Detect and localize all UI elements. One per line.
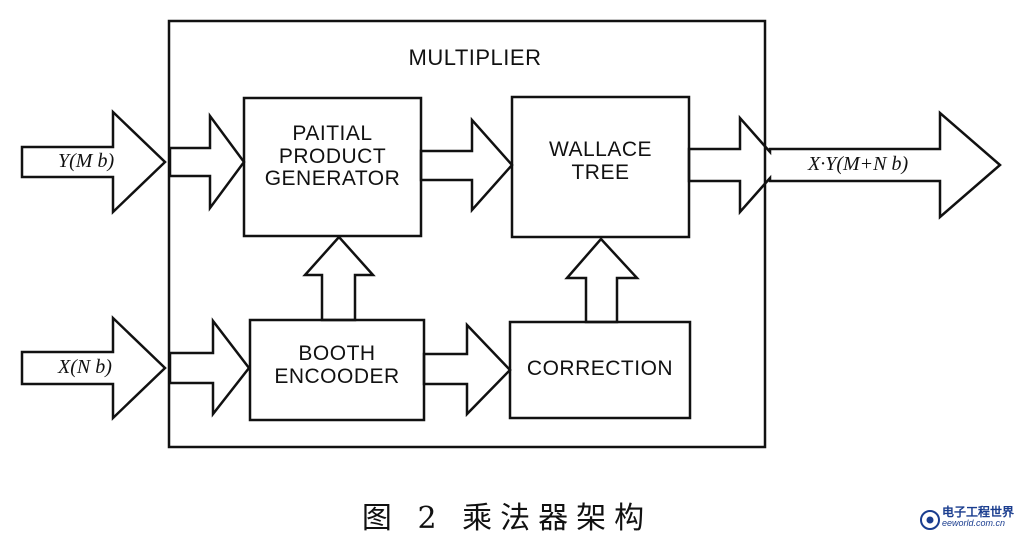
watermark-name: 电子工程世界 [942,505,1014,519]
ppg-label: PAITIAL PRODUCT GENERATOR [244,122,421,191]
booth-label-line-1: BOOTH [298,342,376,365]
correction-label: CORRECTION [510,357,690,381]
ppg-to-wallace-arrow [419,116,514,214]
output-label: X·Y(M+N b) [808,153,909,175]
x-input-arrow [20,315,167,421]
wallace-label: WALLACE TREE [512,138,689,184]
booth-to-ppg-arrow [302,235,376,322]
output-arrow-shape [687,110,1002,220]
correction-label-line-1: CORRECTION [526,357,674,380]
y-to-ppg-arrow [168,112,246,212]
ppg-label-line-3: GENERATOR [264,167,401,191]
ppg-label-line-2: PRODUCT [278,144,387,168]
wallace-label-line-1: WALLACE [548,138,653,161]
multiplier-title: MULTIPLIER [408,45,542,70]
ppg-label-line-1: PAITIAL [292,122,373,145]
correction-to-wallace-arrow [564,237,640,324]
x-to-booth-arrow [168,317,251,418]
watermark-site: eeworld.com.cn [942,518,1006,528]
booth-to-correction-arrow [422,321,512,418]
booth-label-line-2: ENCOODER [274,364,400,388]
figure-caption: 图 2 乘法器架构 [361,501,653,536]
multiplier-outer-box [167,19,767,449]
wallace-label-line-2: TREE [571,160,630,184]
eeworld-logo-icon [920,510,940,530]
booth-label: BOOTH ENCOODER [250,342,424,388]
x-input-label: X(N b) [58,356,112,378]
y-input-arrow [20,109,167,215]
y-input-label: Y(M b) [58,150,115,172]
